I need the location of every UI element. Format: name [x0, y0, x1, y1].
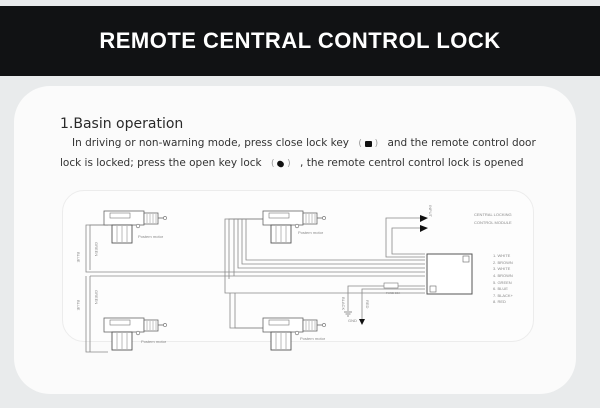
motor-rear-left [103, 317, 168, 351]
svg-text:4. BROWN: 4. BROWN [493, 273, 513, 278]
svg-text:BLUE: BLUE [76, 300, 81, 311]
wires [85, 217, 425, 353]
svg-text:INPUT: INPUT [428, 205, 433, 218]
motor-label: Postern motor [138, 234, 164, 239]
instruction-text: and the remote control door [387, 137, 536, 149]
fuse-label: FUSE 15A [386, 291, 400, 295]
instruction-text: , the remote centrol control lock is ope… [300, 157, 524, 169]
svg-text:RED: RED [365, 300, 370, 309]
module-title: CENTRAL LOCKING [474, 212, 512, 217]
svg-text:BLUE: BLUE [76, 252, 81, 263]
svg-text:1. WHITE: 1. WHITE [493, 253, 511, 258]
svg-text:5. GREEN: 5. GREEN [493, 280, 512, 285]
title-banner: REMOTE CENTRAL CONTROL LOCK [0, 6, 600, 76]
svg-text:6. BLUE: 6. BLUE [493, 286, 508, 291]
instruction-text: lock is locked; press the open key lock [60, 157, 262, 169]
arrow-icon [420, 225, 428, 232]
module-title: CONTROL MODULE [474, 220, 512, 225]
svg-text:7. BLACK+: 7. BLACK+ [493, 293, 514, 298]
arrow-icon [420, 215, 428, 222]
motor-rear-right [262, 317, 327, 351]
instruction-line-2: lock is locked; press the open key lock … [60, 157, 523, 169]
gnd-label: GND [348, 318, 357, 323]
svg-text:8. RED: 8. RED [493, 299, 506, 304]
fuse-icon [383, 282, 399, 289]
instruction-line-1: In driving or non-warning mode, press cl… [72, 137, 536, 149]
motor-label: Postern motor [141, 339, 167, 344]
motor-front-right [262, 210, 327, 244]
motor-label: Postern motor [300, 336, 326, 341]
svg-text:GREEN: GREEN [94, 290, 99, 304]
page-title: REMOTE CENTRAL CONTROL LOCK [99, 28, 501, 53]
motor-label: Postern motor [298, 230, 324, 235]
arrow-icon [359, 319, 365, 325]
lock-closed-icon: ( ) [358, 139, 379, 149]
svg-text:3. WHITE: 3. WHITE [493, 266, 511, 271]
section-title: 1.Basin operation [60, 116, 184, 132]
control-module [426, 253, 473, 295]
lock-open-icon: ( ) [270, 159, 291, 169]
instruction-text: In driving or non-warning mode, press cl… [72, 137, 349, 149]
svg-text:2. BROWN: 2. BROWN [493, 260, 513, 265]
ground-icon [344, 311, 352, 317]
wire-color-legend: 1. WHITE 2. BROWN 3. WHITE 4. BROWN 5. G… [493, 253, 514, 304]
svg-text:GREEN: GREEN [94, 242, 99, 256]
svg-text:BLACK: BLACK [341, 297, 346, 310]
